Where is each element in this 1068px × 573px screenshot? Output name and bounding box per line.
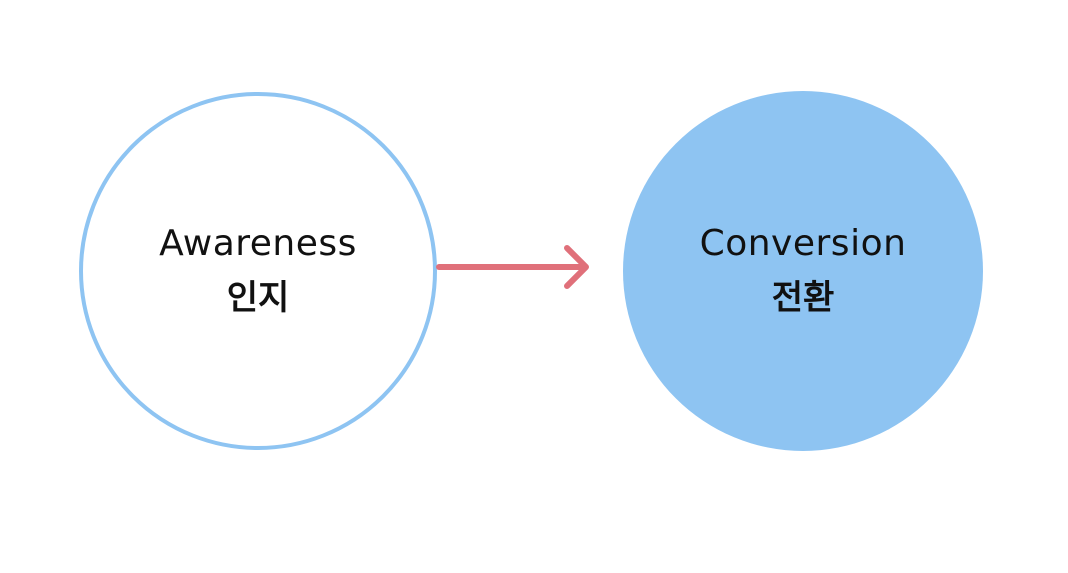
awareness-label-ko: 인지 — [226, 278, 290, 318]
awareness-node: Awareness 인지 — [79, 92, 437, 450]
arrow-right-icon — [564, 245, 589, 289]
conversion-label-ko: 전환 — [771, 278, 835, 318]
conversion-label-en: Conversion — [699, 223, 907, 264]
conversion-node: Conversion 전환 — [623, 91, 983, 451]
awareness-label-en: Awareness — [159, 223, 357, 264]
